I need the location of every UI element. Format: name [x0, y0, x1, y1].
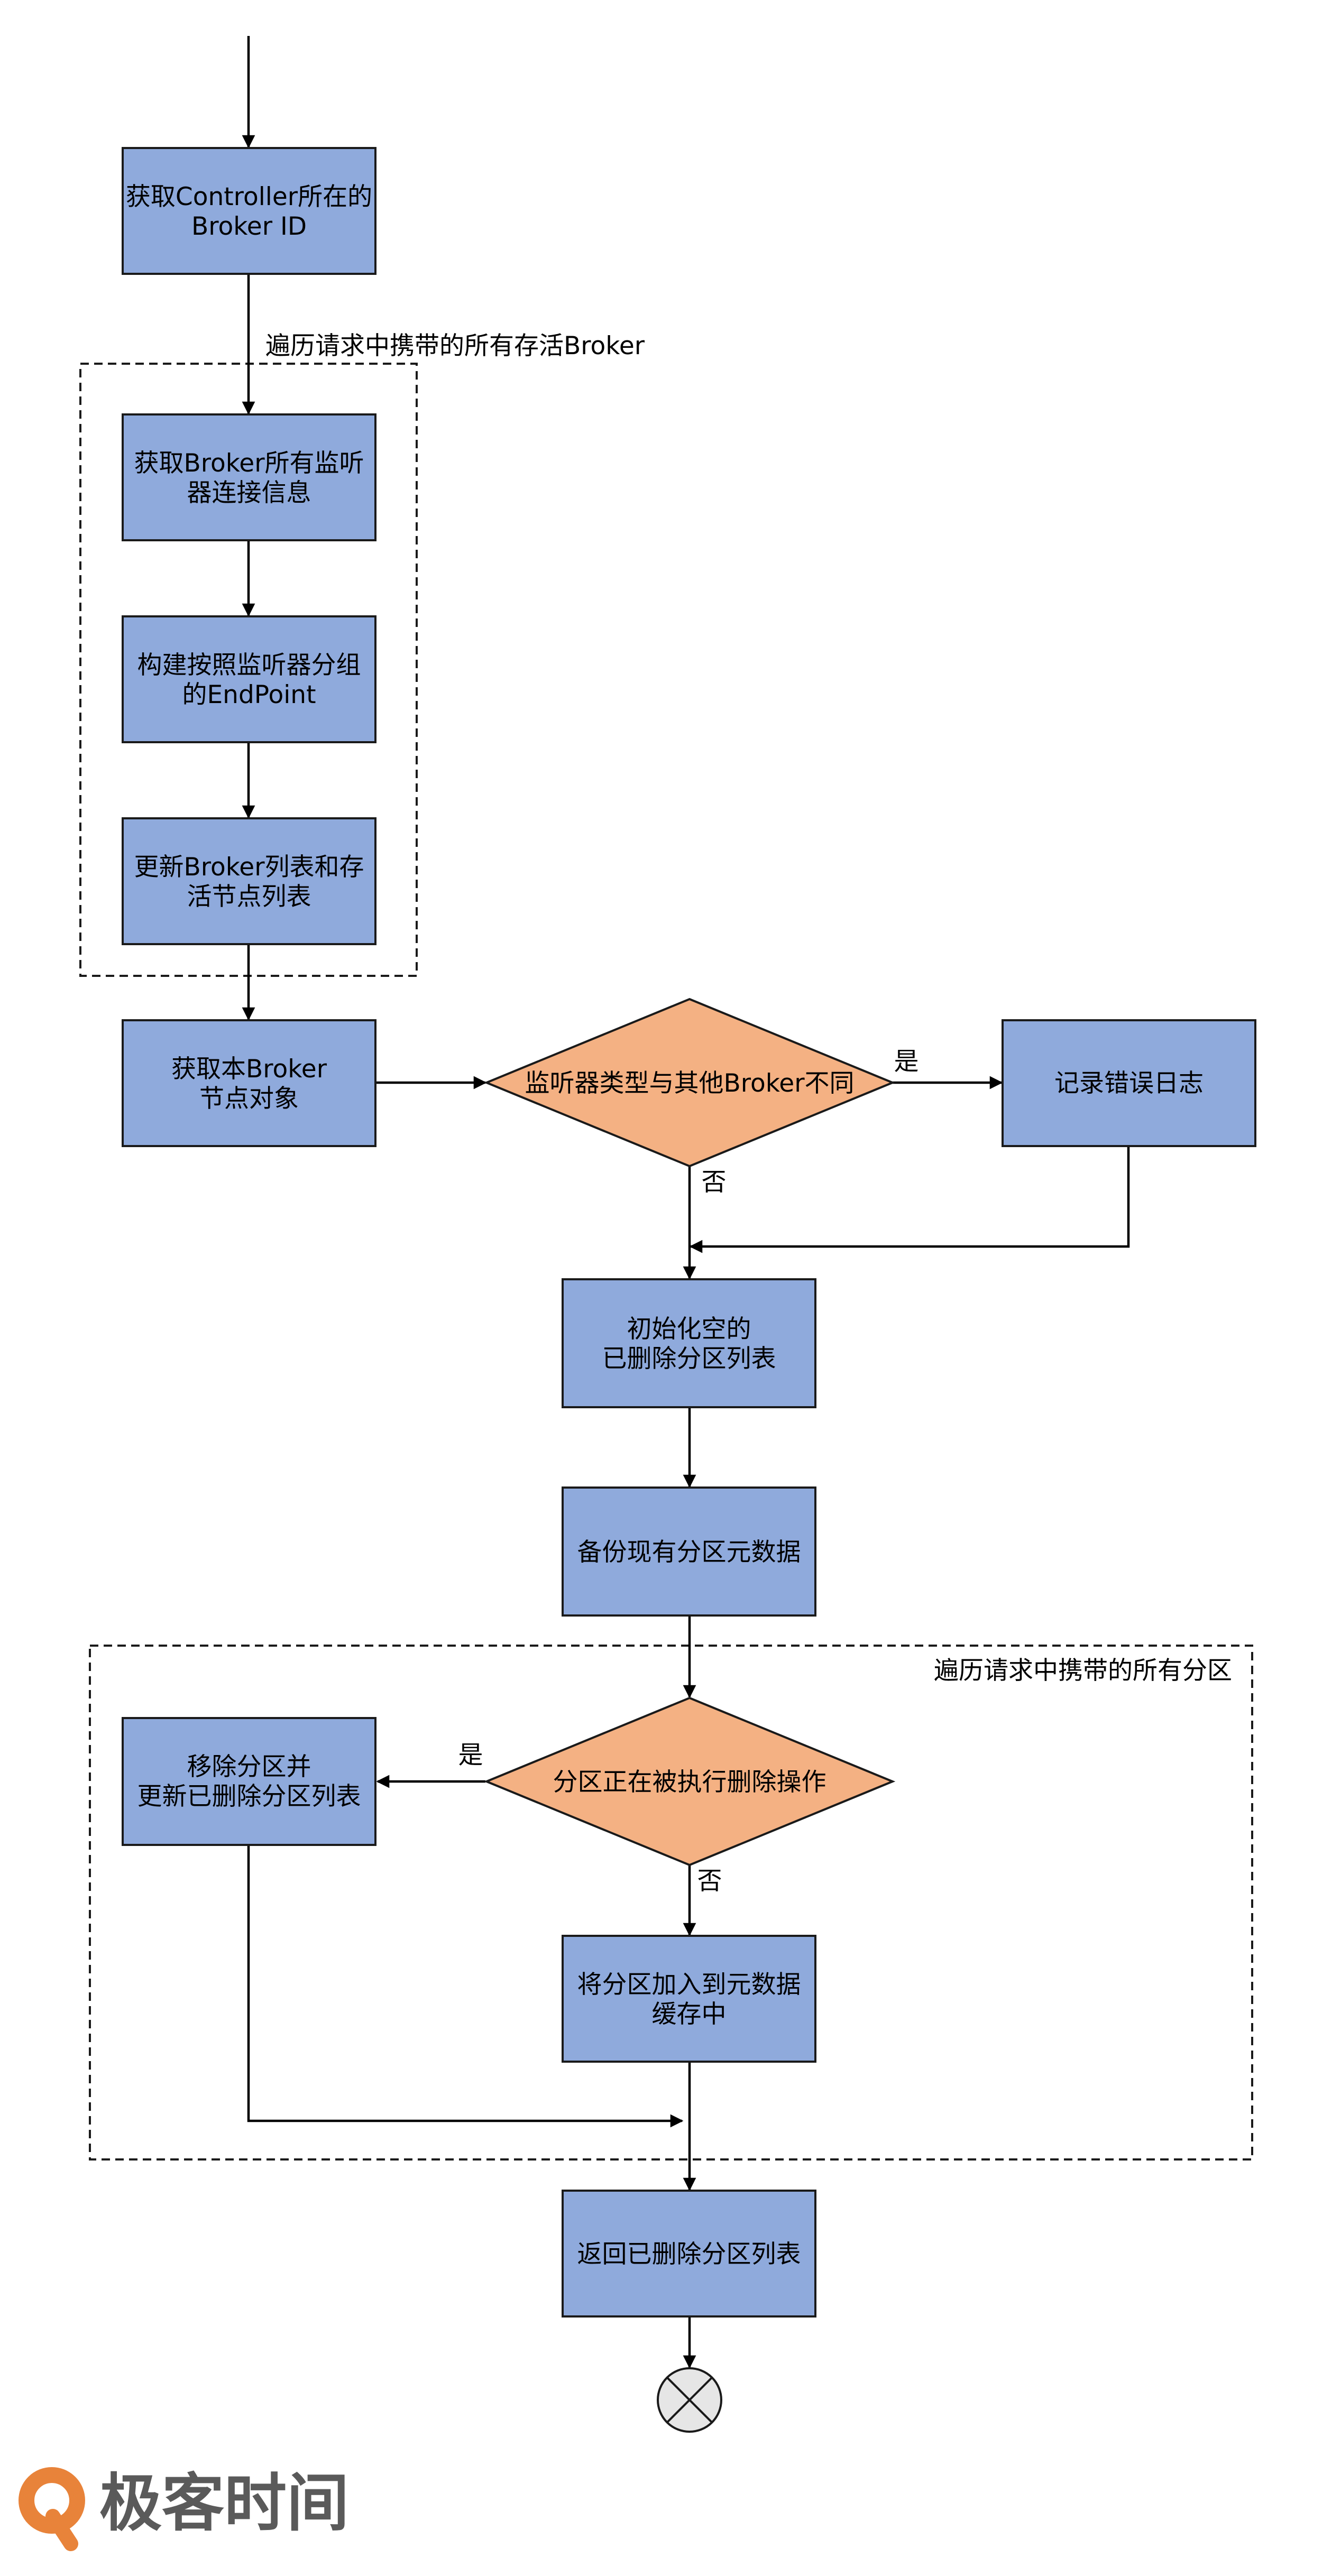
node-backup-meta: 备份现有分区元数据 — [562, 1486, 816, 1617]
node-text-line: 构建按照监听器分组 — [137, 651, 361, 680]
edges — [242, 36, 1130, 2369]
node-text-line: 移除分区并 — [187, 1752, 311, 1781]
group-partitions-loop — [89, 1645, 1253, 2160]
logo-text: 极客时间 — [99, 2467, 349, 2540]
svg-text:返回已删除分区列表: 返回已删除分区列表 — [577, 2240, 801, 2269]
node-text-line: 缓存中 — [652, 2000, 727, 2029]
node-update-lists: 更新Broker列表和存活节点列表 — [122, 817, 376, 945]
svg-text:构建按照监听器分组的EndPoint: 构建按照监听器分组的EndPoint — [137, 651, 361, 709]
geektime-logo-icon — [19, 2467, 85, 2551]
node-remove-partition: 移除分区并更新已删除分区列表 — [122, 1717, 376, 1846]
svg-text:记录错误日志: 记录错误日志 — [1054, 1069, 1204, 1098]
svg-text:初始化空的已删除分区列表: 初始化空的已删除分区列表 — [602, 1315, 776, 1373]
node-text-line: 将分区加入到元数据 — [577, 1970, 801, 1999]
node-text-line: 活节点列表 — [187, 882, 311, 911]
svg-text:分区正在被执行删除操作: 分区正在被执行删除操作 — [553, 1768, 826, 1797]
node-return-deleted: 返回已删除分区列表 — [562, 2190, 816, 2318]
svg-text:监听器类型与其他Broker不同: 监听器类型与其他Broker不同 — [525, 1069, 854, 1098]
svg-text:将分区加入到元数据缓存中: 将分区加入到元数据缓存中 — [577, 1970, 801, 2029]
svg-text:移除分区并更新已删除分区列表: 移除分区并更新已删除分区列表 — [137, 1752, 361, 1811]
label-deleting-yes: 是 — [458, 1741, 483, 1770]
group-brokers-loop-label: 遍历请求中携带的所有存活Broker — [265, 331, 645, 361]
node-listener-check: 监听器类型与其他Broker不同 — [483, 998, 896, 1168]
node-get-listeners: 获取Broker所有监听器连接信息 — [122, 413, 376, 541]
node-text-line: 初始化空的 — [627, 1315, 751, 1344]
node-text-line: 记录错误日志 — [1054, 1069, 1204, 1098]
node-text-line: 更新Broker列表和存 — [134, 853, 364, 882]
node-text-line: Broker ID — [191, 212, 307, 241]
end-terminator-icon — [657, 2367, 722, 2433]
node-text-line: 分区正在被执行删除操作 — [553, 1768, 826, 1797]
node-text-line: 返回已删除分区列表 — [577, 2240, 801, 2269]
node-text-line: 获取Broker所有监听 — [134, 449, 364, 478]
node-text-line: 器连接信息 — [187, 478, 311, 507]
svg-text:获取Broker所有监听器连接信息: 获取Broker所有监听器连接信息 — [134, 449, 364, 507]
label-deleting-no: 否 — [697, 1867, 722, 1896]
node-text-line: 备份现有分区元数据 — [577, 1538, 801, 1567]
node-text-line: 已删除分区列表 — [602, 1344, 776, 1373]
node-deleting-check: 分区正在被执行删除操作 — [483, 1696, 896, 1867]
node-build-endpoint: 构建按照监听器分组的EndPoint — [122, 615, 376, 743]
svg-text:更新Broker列表和存活节点列表: 更新Broker列表和存活节点列表 — [134, 853, 364, 911]
node-text-line: 更新已删除分区列表 — [137, 1782, 361, 1811]
node-text-line: 获取本Broker — [171, 1055, 327, 1084]
node-init-deleted: 初始化空的已删除分区列表 — [562, 1278, 816, 1408]
edge-remove-merge — [247, 1845, 684, 2128]
node-text-line: 获取Controller所在的 — [126, 182, 372, 211]
label-listener-yes: 是 — [894, 1047, 919, 1076]
node-add-to-cache: 将分区加入到元数据缓存中 — [562, 1935, 816, 2063]
label-listener-no: 否 — [702, 1168, 727, 1197]
geektime-logo: 极客时间 — [19, 2467, 349, 2551]
node-log-error: 记录错误日志 — [1002, 1019, 1256, 1147]
group-partitions-loop-label: 遍历请求中携带的所有分区 — [934, 1656, 1232, 1685]
svg-text:备份现有分区元数据: 备份现有分区元数据 — [577, 1538, 801, 1567]
node-text-line: 监听器类型与其他Broker不同 — [525, 1069, 854, 1098]
edge-log-merge — [689, 1146, 1130, 1253]
node-text-line: 的EndPoint — [182, 680, 316, 709]
node-text-line: 节点对象 — [199, 1084, 299, 1113]
